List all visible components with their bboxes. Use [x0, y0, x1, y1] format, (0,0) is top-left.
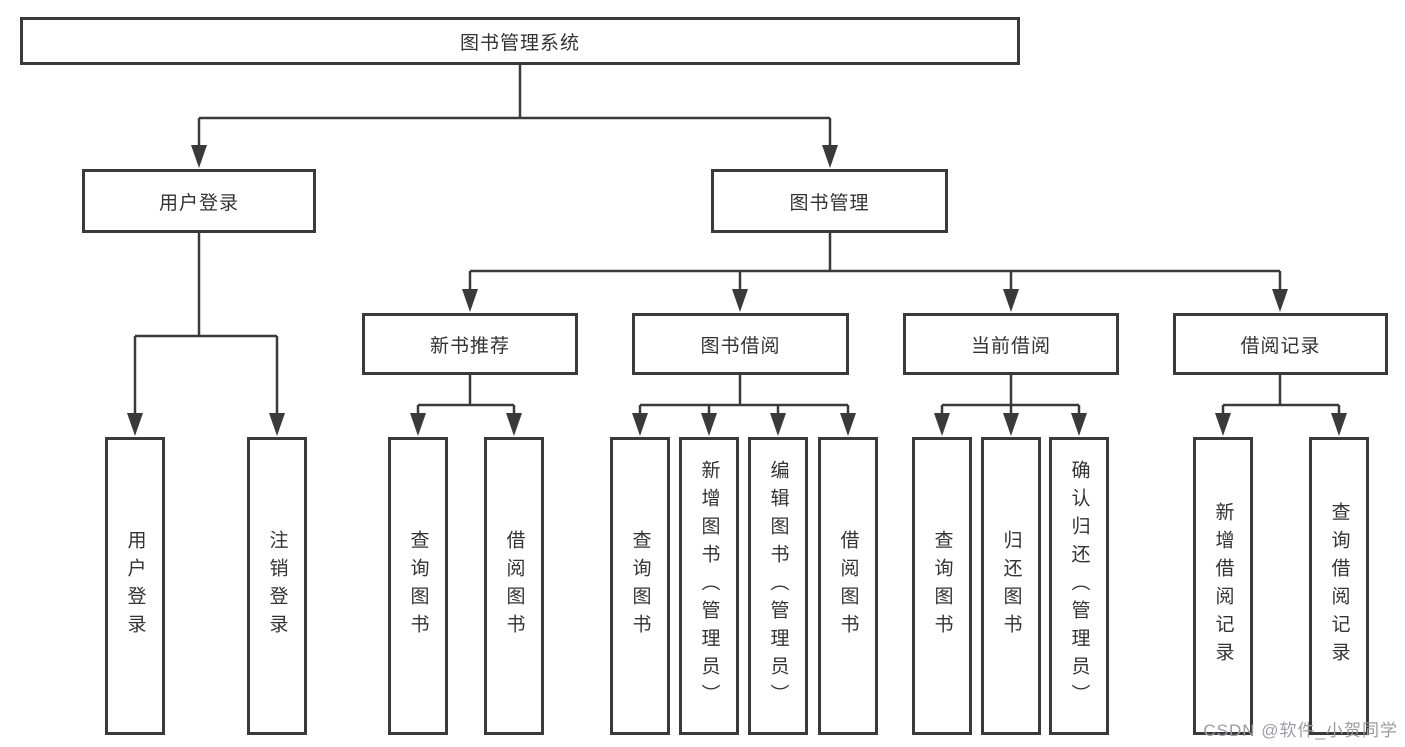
leaf-label: 编辑图书（管理员）: [767, 460, 789, 712]
leaf-label: 用户登录: [124, 530, 146, 642]
node-book-borrowing: 图书借阅: [632, 313, 849, 375]
leaf-borrow-books-recommend: 借阅图书: [484, 437, 544, 735]
node-user-login: 用户登录: [82, 169, 316, 233]
leaf-label: 查询借阅记录: [1328, 502, 1350, 670]
leaf-label: 归还图书: [1000, 530, 1022, 642]
leaf-query-books-borrowing: 查询图书: [610, 437, 670, 735]
leaf-logout: 注销登录: [247, 437, 307, 735]
leaf-label: 查询图书: [407, 530, 429, 642]
leaf-label: 新增图书（管理员）: [698, 460, 720, 712]
node-current-borrowing: 当前借阅: [903, 313, 1119, 375]
leaf-label: 注销登录: [266, 530, 288, 642]
leaf-label: 确认归还（管理员）: [1068, 460, 1090, 712]
node-book-management: 图书管理: [711, 169, 948, 233]
arrowhead-icons: [127, 145, 1347, 436]
node-new-book-recommendation: 新书推荐: [362, 313, 578, 375]
leaf-label: 借阅图书: [503, 530, 525, 642]
node-borrowing-records: 借阅记录: [1173, 313, 1388, 375]
leaf-label: 查询图书: [931, 530, 953, 642]
leaf-query-books-current: 查询图书: [912, 437, 972, 735]
leaf-add-book-admin: 新增图书（管理员）: [679, 437, 739, 735]
watermark: CSDN @软件_小贺同学: [1203, 721, 1398, 740]
leaf-add-borrow-record: 新增借阅记录: [1193, 437, 1253, 735]
leaf-label: 新增借阅记录: [1212, 502, 1234, 670]
leaf-label: 借阅图书: [837, 530, 859, 642]
node-library-management-system: 图书管理系统: [20, 17, 1020, 65]
leaf-edit-book-admin: 编辑图书（管理员）: [748, 437, 808, 735]
leaf-query-borrow-record: 查询借阅记录: [1309, 437, 1369, 735]
leaf-confirm-return-admin: 确认归还（管理员）: [1049, 437, 1109, 735]
leaf-borrow-books-borrowing: 借阅图书: [818, 437, 878, 735]
leaf-label: 查询图书: [629, 530, 651, 642]
leaf-return-book: 归还图书: [981, 437, 1041, 735]
leaf-user-login: 用户登录: [105, 437, 165, 735]
leaf-query-books-recommend: 查询图书: [388, 437, 448, 735]
